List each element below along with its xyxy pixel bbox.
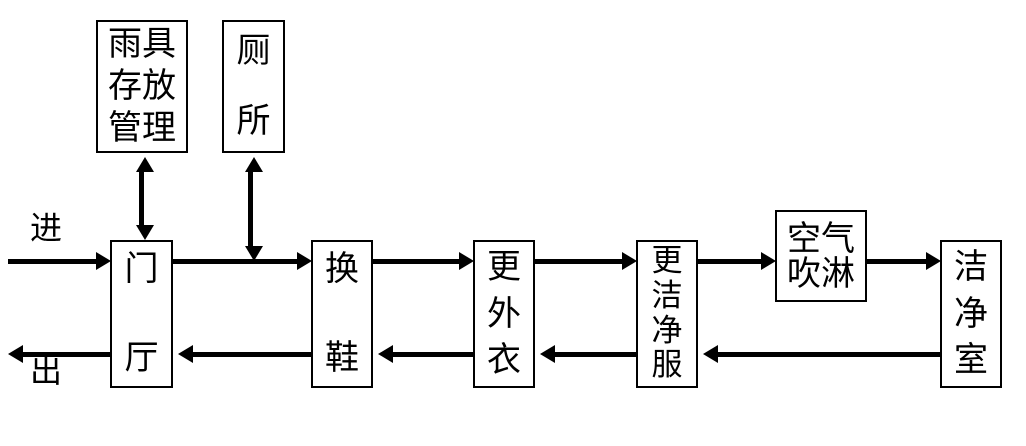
node-clean-room-line-3: 室 xyxy=(954,340,988,381)
node-entrance-hall-line-2: 厅 xyxy=(124,338,159,379)
arrowhead-right-icon xyxy=(96,252,111,270)
edge-change-outerwear-to-change-shoes xyxy=(393,352,473,357)
arrowhead-up-icon xyxy=(245,157,263,172)
edge-change-cleanwear-to-change-outerwear xyxy=(555,352,636,357)
node-air-shower-line-1: 空气 xyxy=(787,219,855,259)
arrowhead-left-icon xyxy=(178,345,193,363)
exit-label: 出 xyxy=(30,352,63,390)
edge-change-cleanwear-to-air-shower xyxy=(698,259,761,264)
edge-air-shower-to-clean-room xyxy=(867,259,926,264)
edge-change-shoes-to-entrance-hall xyxy=(193,352,311,357)
node-rain-gear-storage-line-3: 管理 xyxy=(108,108,176,149)
node-change-shoes-line-1: 换 xyxy=(325,249,359,289)
node-change-outerwear[interactable]: 更 外 衣 xyxy=(473,240,535,388)
node-toilet-line-1: 厕 xyxy=(236,31,271,71)
node-rain-gear-storage-line-2: 存放 xyxy=(108,66,176,107)
edge-entrance-hall-to-change-shoes xyxy=(173,259,297,264)
node-change-shoes[interactable]: 换 鞋 xyxy=(311,240,373,388)
node-change-outerwear-line-2: 外 xyxy=(487,293,521,334)
node-clean-room[interactable]: 洁 净 室 xyxy=(940,240,1002,388)
node-entrance-hall[interactable]: 门 厅 xyxy=(110,240,173,388)
node-change-cleanwear[interactable]: 更 洁 净 服 xyxy=(636,240,698,388)
node-clean-room-line-2: 净 xyxy=(954,293,988,334)
arrowhead-left-icon xyxy=(540,345,555,363)
arrowhead-right-icon xyxy=(297,252,312,270)
arrowhead-right-icon xyxy=(761,252,776,270)
node-toilet[interactable]: 厕 所 xyxy=(222,20,285,153)
arrowhead-down-icon xyxy=(136,225,154,240)
arrowhead-right-icon xyxy=(926,252,941,270)
node-toilet-line-2: 所 xyxy=(236,101,271,142)
enter-label: 进 xyxy=(30,209,63,247)
edge-entrance-hall-to-exit xyxy=(23,352,110,357)
node-air-shower[interactable]: 空气 吹淋 xyxy=(775,210,867,302)
edge-change-shoes-to-change-outerwear xyxy=(373,259,459,264)
node-change-cleanwear-line-3: 净 xyxy=(651,312,683,349)
edge-toilet-to-corridor xyxy=(248,170,253,248)
edge-entrance-hall-to-rain-gear-storage xyxy=(139,170,144,227)
node-entrance-hall-line-1: 门 xyxy=(124,249,159,289)
arrowhead-up-icon xyxy=(136,157,154,172)
arrowhead-left-icon xyxy=(8,345,23,363)
node-change-cleanwear-line-2: 洁 xyxy=(651,277,683,314)
arrowhead-left-icon xyxy=(703,345,718,363)
node-change-cleanwear-line-1: 更 xyxy=(651,243,683,279)
node-air-shower-line-2: 吹淋 xyxy=(787,253,855,294)
edge-enter-to-entrance-hall xyxy=(8,259,96,264)
node-change-cleanwear-line-4: 服 xyxy=(651,347,683,384)
node-change-outerwear-line-3: 衣 xyxy=(487,340,521,381)
node-clean-room-line-1: 洁 xyxy=(954,247,988,287)
arrowhead-down-icon xyxy=(245,246,263,261)
arrowhead-right-icon xyxy=(622,252,637,270)
node-change-outerwear-line-1: 更 xyxy=(487,247,521,287)
node-rain-gear-storage-line-1: 雨具 xyxy=(108,24,176,64)
edge-clean-room-to-change-cleanwear xyxy=(718,352,940,357)
node-rain-gear-storage[interactable]: 雨具 存放 管理 xyxy=(96,20,188,153)
arrowhead-left-icon xyxy=(378,345,393,363)
edge-change-outerwear-to-change-cleanwear xyxy=(535,259,622,264)
arrowhead-right-icon xyxy=(459,252,474,270)
node-change-shoes-line-2: 鞋 xyxy=(325,338,359,379)
